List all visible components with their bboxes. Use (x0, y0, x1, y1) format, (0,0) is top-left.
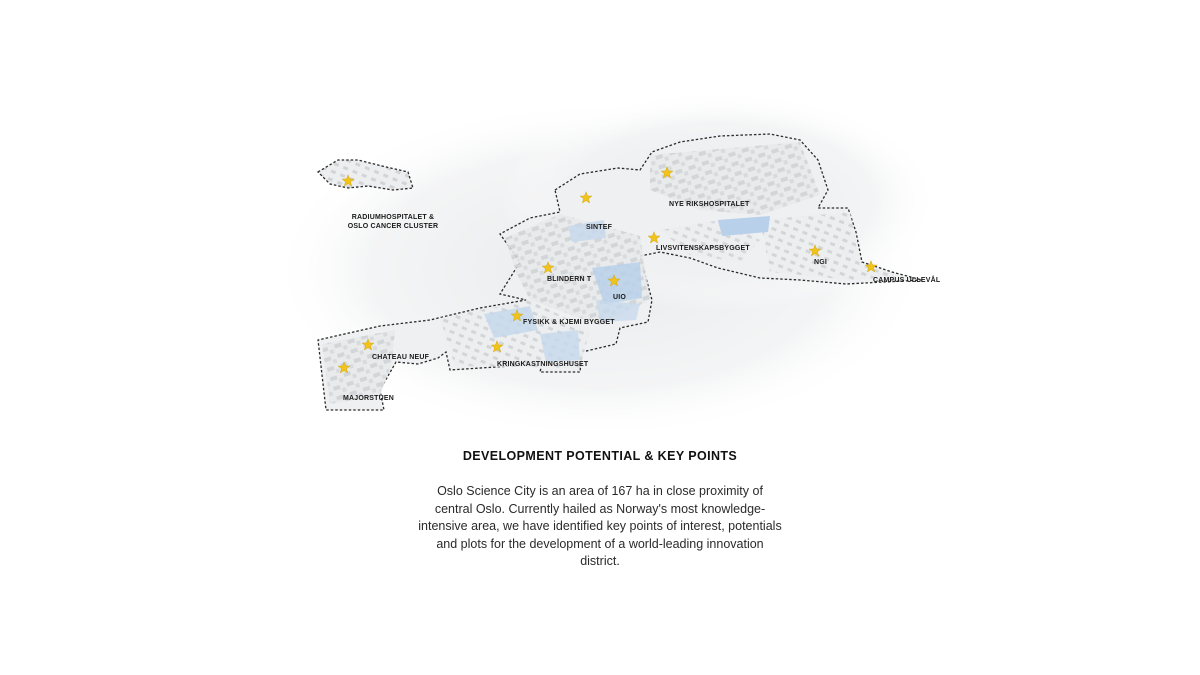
star-icon (490, 340, 504, 353)
star-icon (808, 244, 822, 257)
star-icon (864, 260, 878, 273)
kringkastningshuset-marker[interactable]: KRINGKASTNINGSHUSET (490, 340, 589, 368)
blindern-marker[interactable]: BLINDERN T (541, 261, 592, 283)
star-icon (361, 338, 375, 351)
highlight-plot (596, 300, 640, 322)
star-icon (510, 309, 524, 322)
building-cluster (760, 212, 900, 280)
radiumhospitalet-marker[interactable]: RADIUMHOSPITALET & OSLO CANCER CLUSTER (341, 174, 439, 230)
livsvitenskapsbygget-marker[interactable]: LIVSVITENSKAPSBYGGET (647, 231, 750, 252)
campus-ulleval-marker[interactable]: CAMPUS ULLEVÅL (864, 260, 941, 284)
building-cluster (650, 142, 820, 215)
highlight-plot (484, 306, 538, 338)
star-icon (341, 174, 355, 187)
star-icon (541, 261, 555, 274)
poi-label: KRINGKASTNINGSHUSET (497, 361, 589, 368)
description-text: Oslo Science City is an area of 167 ha i… (418, 484, 782, 568)
radiumhospitalet-area (316, 159, 414, 191)
uio-marker[interactable]: UIO (607, 274, 626, 301)
poi-label: MAJORSTUEN (343, 395, 394, 402)
poi-label: CHATEAU NEUF (372, 354, 430, 361)
star-icon (607, 274, 621, 287)
poi-label: UIO (613, 294, 626, 301)
sintef-marker[interactable]: SINTEF (579, 191, 613, 231)
poi-label: LIVSVITENSKAPSBYGGET (656, 245, 750, 252)
building-cluster (322, 330, 395, 404)
poi-label: RADIUMHOSPITALET & (352, 214, 434, 221)
majorstuen-marker[interactable]: MAJORSTUEN (337, 361, 394, 402)
star-icon (337, 361, 351, 374)
star-icon (647, 231, 661, 244)
poi-label: FYSIKK & KJEMI BYGGET (523, 319, 615, 326)
poi-label: OSLO CANCER CLUSTER (348, 223, 439, 230)
ngi-marker[interactable]: NGI (808, 244, 827, 266)
chateau-neuf-marker[interactable]: CHATEAU NEUF (361, 338, 430, 361)
campus-map: RADIUMHOSPITALET & OSLO CANCER CLUSTER N… (270, 90, 941, 440)
poi-label: NGI (814, 259, 827, 266)
fysikk-kjemi-marker[interactable]: FYSIKK & KJEMI BYGGET (510, 309, 615, 326)
poi-label: CAMPUS ULLEVÅL (873, 275, 941, 284)
star-icon (579, 191, 593, 204)
section-title: DEVELOPMENT POTENTIAL & KEY POINTS (462, 449, 738, 463)
highlight-plot (540, 330, 580, 362)
poi-label: BLINDERN T (547, 276, 592, 283)
nye-rikshospitalet-marker[interactable]: NYE RIKSHOSPITALET (660, 166, 750, 208)
pond (718, 216, 770, 236)
highlight-plot (568, 220, 606, 242)
poi-label: SINTEF (586, 224, 613, 231)
poi-label: NYE RIKSHOSPITALET (669, 201, 750, 208)
star-icon (660, 166, 674, 179)
